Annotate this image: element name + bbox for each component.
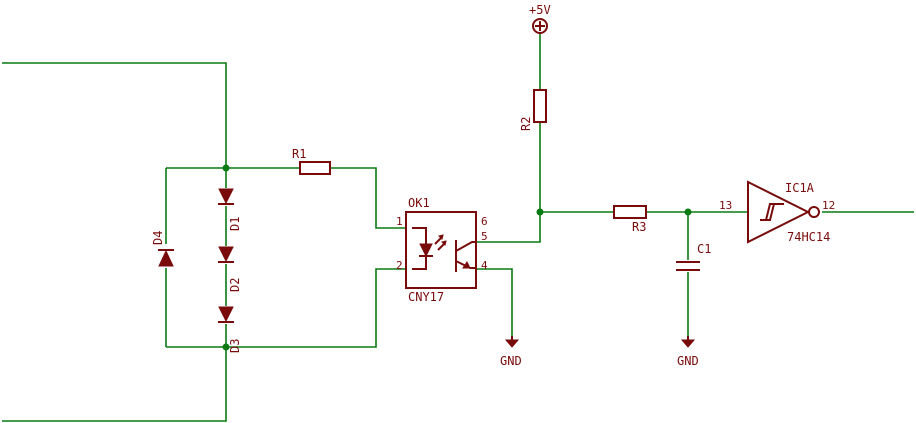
ic-pin13: 13 bbox=[719, 199, 732, 212]
r3-label: R3 bbox=[632, 220, 646, 234]
ic1a-label: IC1A bbox=[785, 181, 815, 195]
diode-d2: D2 bbox=[218, 246, 242, 292]
capacitor-c1: C1 bbox=[676, 242, 711, 271]
wire-input-top bbox=[2, 62, 227, 168]
resistor-r2: R2 bbox=[519, 89, 547, 131]
gnd-right-label: GND bbox=[677, 354, 699, 368]
ok1-label: OK1 bbox=[408, 196, 430, 210]
wire-input-bottom bbox=[2, 347, 227, 422]
r2-label: R2 bbox=[519, 117, 533, 131]
junction-collector bbox=[536, 208, 544, 216]
wire-bridge-bottom bbox=[166, 268, 406, 348]
optocoupler-body bbox=[405, 211, 477, 289]
optocoupler-ok1: OK1 CNY17 1 2 6 5 4 bbox=[396, 196, 488, 304]
schmitt-inverter-ic1a: IC1A 74HC14 13 12 bbox=[719, 180, 835, 244]
ic-pin12: 12 bbox=[822, 199, 835, 212]
junction-filter bbox=[684, 208, 692, 216]
resistor-r1: R1 bbox=[292, 147, 331, 175]
ok1-pin6: 6 bbox=[481, 215, 488, 228]
junctions bbox=[222, 164, 692, 351]
junction-bridge-bottom bbox=[222, 343, 230, 351]
junction-bridge-top bbox=[222, 164, 230, 172]
hc14-label: 74HC14 bbox=[787, 230, 830, 244]
c1-label: C1 bbox=[697, 242, 711, 256]
d4-label: D4 bbox=[151, 231, 165, 245]
d2-label: D2 bbox=[228, 278, 242, 292]
wire-r1-to-ok1 bbox=[330, 167, 406, 229]
r1-label: R1 bbox=[292, 147, 306, 161]
ok1-pin4: 4 bbox=[481, 259, 488, 272]
cny17-label: CNY17 bbox=[408, 290, 444, 304]
d3-label: D3 bbox=[228, 339, 242, 353]
ok1-pin5: 5 bbox=[481, 230, 488, 243]
vcc-symbol: +5V bbox=[529, 3, 551, 34]
d1-label: D1 bbox=[228, 217, 242, 231]
wires bbox=[2, 34, 914, 422]
gnd-symbol-right: GND bbox=[677, 336, 699, 368]
inverter-bubble bbox=[808, 206, 820, 218]
ok1-pin2: 2 bbox=[396, 259, 403, 272]
resistor-r3: R3 bbox=[613, 205, 647, 234]
wire-ok1-emitter-gnd bbox=[476, 268, 513, 336]
vcc-label: +5V bbox=[529, 3, 551, 17]
diode-d1: D1 bbox=[218, 188, 242, 231]
gnd-left-label: GND bbox=[500, 354, 522, 368]
diode-d4: D4 bbox=[151, 231, 174, 267]
gnd-symbol-left: GND bbox=[500, 336, 522, 368]
ok1-pin1: 1 bbox=[396, 215, 403, 228]
diode-d3: D3 bbox=[218, 306, 242, 353]
led-icon bbox=[419, 243, 433, 258]
wire-r2-to-node bbox=[476, 122, 541, 243]
hysteresis-icon bbox=[760, 203, 784, 221]
